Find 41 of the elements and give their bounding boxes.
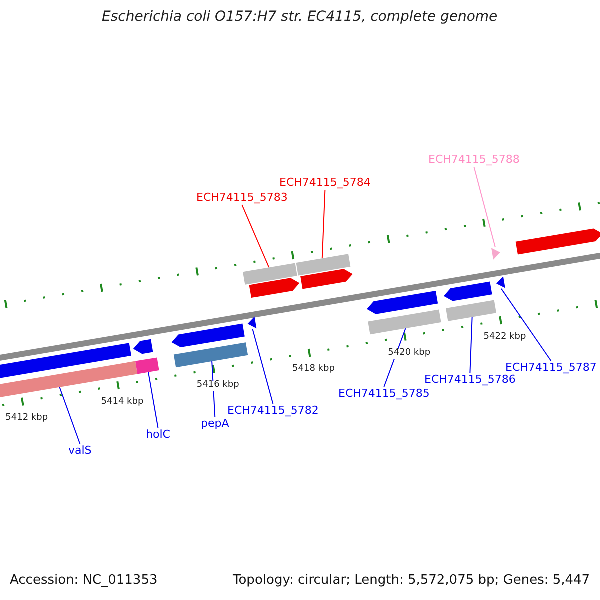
scale-label: 5414 kbp [100, 398, 145, 408]
scale-label: 5420 kbp [387, 348, 432, 359]
gene-label: ECH74115_5785 [338, 388, 430, 400]
gene-label: holC [146, 429, 170, 442]
gene-block [368, 310, 442, 335]
leader-line [470, 316, 473, 374]
gene-block [249, 278, 300, 298]
gene-block [133, 339, 154, 354]
leader-line [242, 204, 270, 268]
gene-block [296, 254, 351, 276]
scale-label: 5412 kbp [4, 414, 50, 424]
scale-label: 5416 kbp [196, 381, 240, 392]
gene-block [516, 228, 600, 255]
gene-block [446, 300, 496, 322]
leader-line [322, 190, 326, 260]
gene-marker [248, 316, 257, 329]
gene-label: ECH74115_5782 [228, 405, 319, 418]
genome-info-text: Topology: circular; Length: 5,572,075 bp; Genes: 5,447 [233, 574, 590, 588]
gene-marker [496, 276, 506, 288]
gene-label: ECH74115_5783 [196, 192, 288, 204]
leader-line [474, 166, 496, 248]
gene-label: pepA [201, 418, 230, 430]
accession-text: Accession: NC_011353 [10, 574, 158, 588]
gene-label: ECH74115_5788 [428, 154, 520, 166]
gene-label: ECH74115_5787 [506, 362, 597, 374]
diagram-title: Escherichia coli O157:H7 str. EC4115, complete genome [102, 10, 498, 26]
gene-block [174, 342, 248, 368]
gene-label: ECH74115_5784 [280, 177, 371, 190]
gene-block [300, 269, 353, 290]
gene-block [172, 324, 245, 348]
gene-block [136, 358, 160, 374]
gene-block [367, 291, 438, 314]
gene-label: valS [68, 445, 92, 458]
leader-line [59, 386, 81, 444]
scale-label: 5418 kbp [292, 365, 336, 375]
gene-block [243, 263, 298, 285]
gene-block [444, 282, 492, 302]
gene-label: ECH74115_5786 [424, 374, 516, 386]
gene-block [0, 343, 132, 381]
gene-marker [492, 248, 500, 260]
scale-label: 5422 kbp [482, 332, 528, 342]
